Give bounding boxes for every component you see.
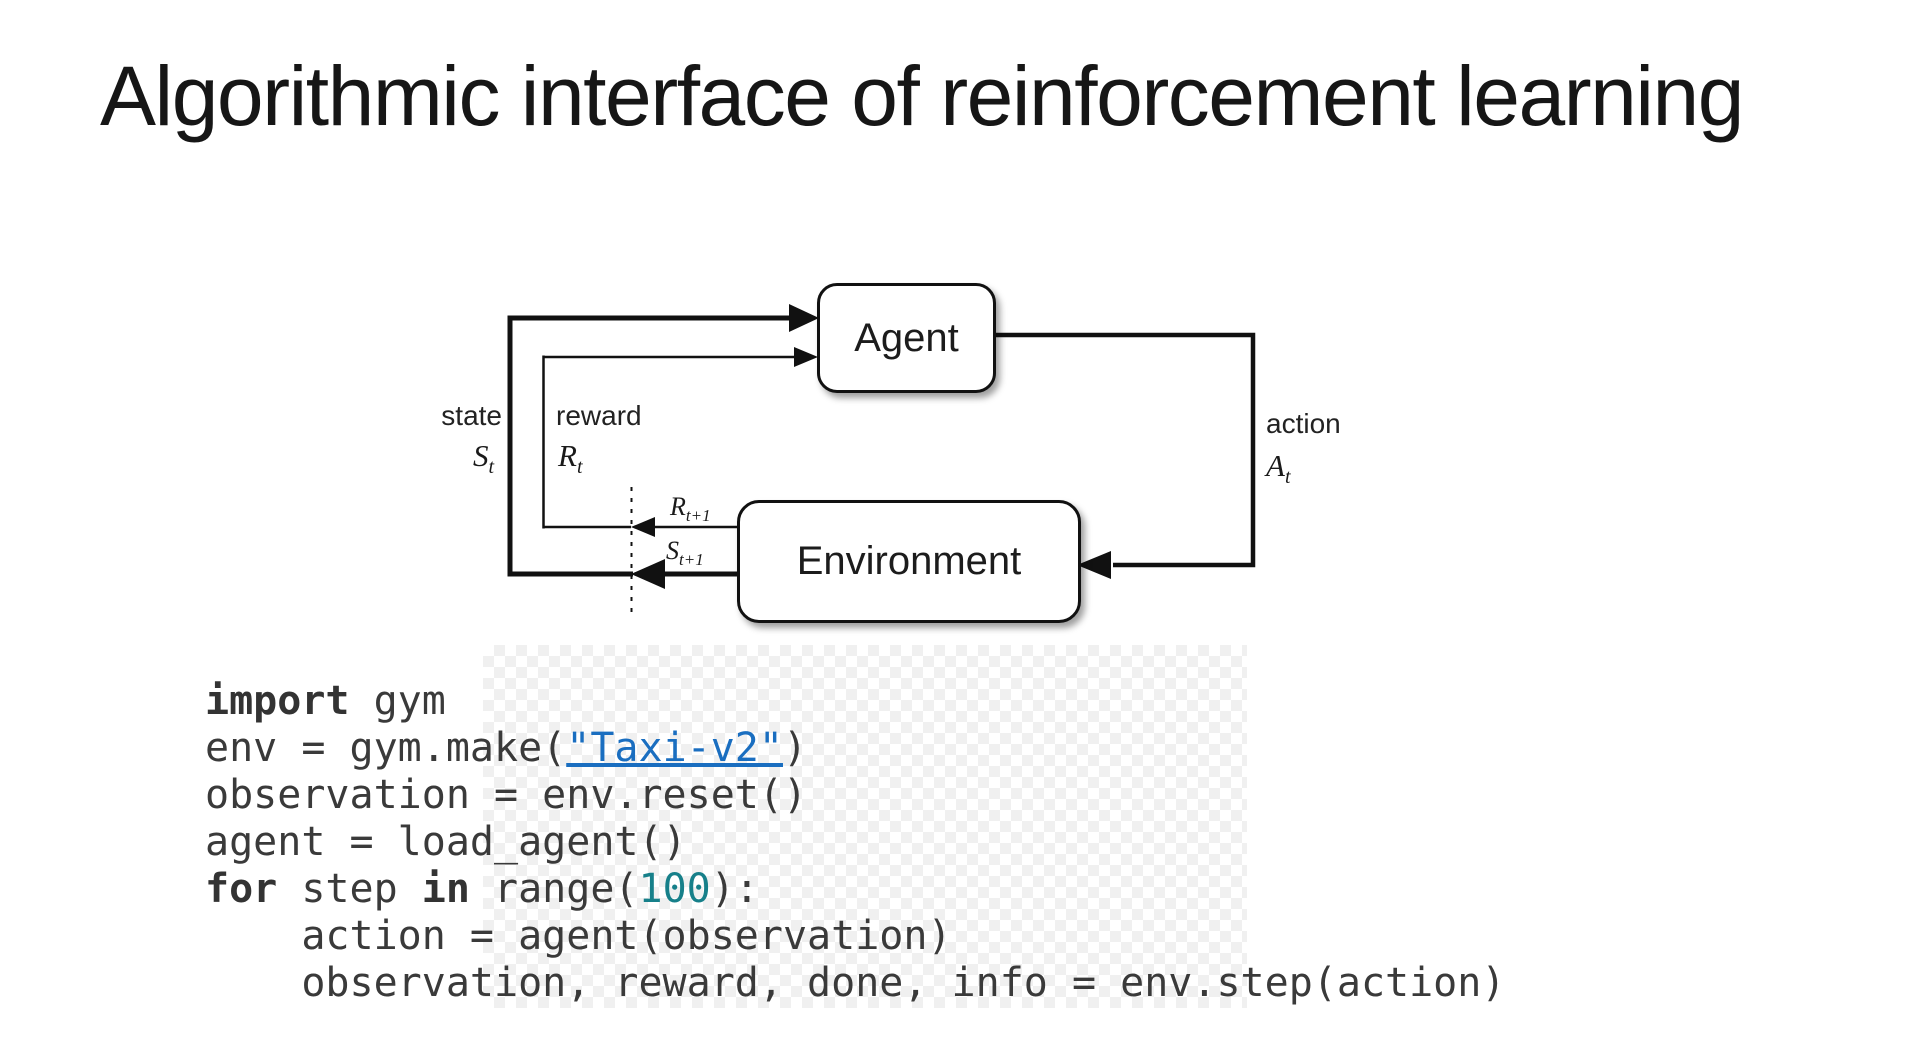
code-token: observation = env.reset() [205,772,808,818]
action-symbol: At [1266,448,1291,489]
next-state-symbol: St+1 [666,536,704,570]
next-reward-arrow [631,517,737,537]
code-line: observation, reward, done, info = env.st… [205,960,1505,1007]
reward-symbol: Rt [558,438,583,479]
code-token: ) [782,725,808,771]
code-line: env = gym.make("Taxi-v2") [205,725,1505,772]
agent-box-label: Agent [854,315,959,360]
code-token: action = agent(observation) [205,913,952,959]
code-token: step [277,866,422,912]
code-line: import gym [205,678,1505,725]
code-line: for step in range(100): [205,866,1505,913]
state-arrow [507,304,819,577]
rl-loop-diagram-lines [507,304,1256,612]
action-label: action [1266,408,1341,439]
code-token: observation, reward, done, info = env.st… [205,960,1506,1006]
agent-box: Agent [817,283,996,393]
code-token: agent = load_agent() [205,819,687,865]
code-line: action = agent(observation) [205,913,1505,960]
reward-arrow [542,347,818,529]
environment-box: Environment [737,500,1081,623]
code-line: agent = load_agent() [205,819,1505,866]
code-token: import [205,678,350,724]
taxi-v2-link[interactable]: "Taxi-v2" [566,725,783,771]
code-token: env = gym.make( [205,725,567,771]
code-line: observation = env.reset() [205,772,1505,819]
slide-title: Algorithmic interface of reinforcement l… [100,49,1744,143]
transparency-checkerboard [483,645,1247,1008]
state-symbol: St [472,438,494,479]
action-arrow [990,332,1256,579]
code-token: ): [710,866,759,912]
reward-label: reward [556,400,642,431]
environment-box-label: Environment [796,539,1022,583]
code-token: range( [469,866,639,912]
next-reward-symbol: Rt+1 [670,492,711,526]
next-state-arrow [631,559,737,589]
code-token: in [421,866,470,912]
code-token: gym [349,678,446,724]
state-label: state [441,400,502,431]
rl-loop-diagram: Agent Environment state St reward Rt act… [380,240,1341,650]
code-token: 100 [638,866,711,912]
code-token: for [205,866,278,912]
